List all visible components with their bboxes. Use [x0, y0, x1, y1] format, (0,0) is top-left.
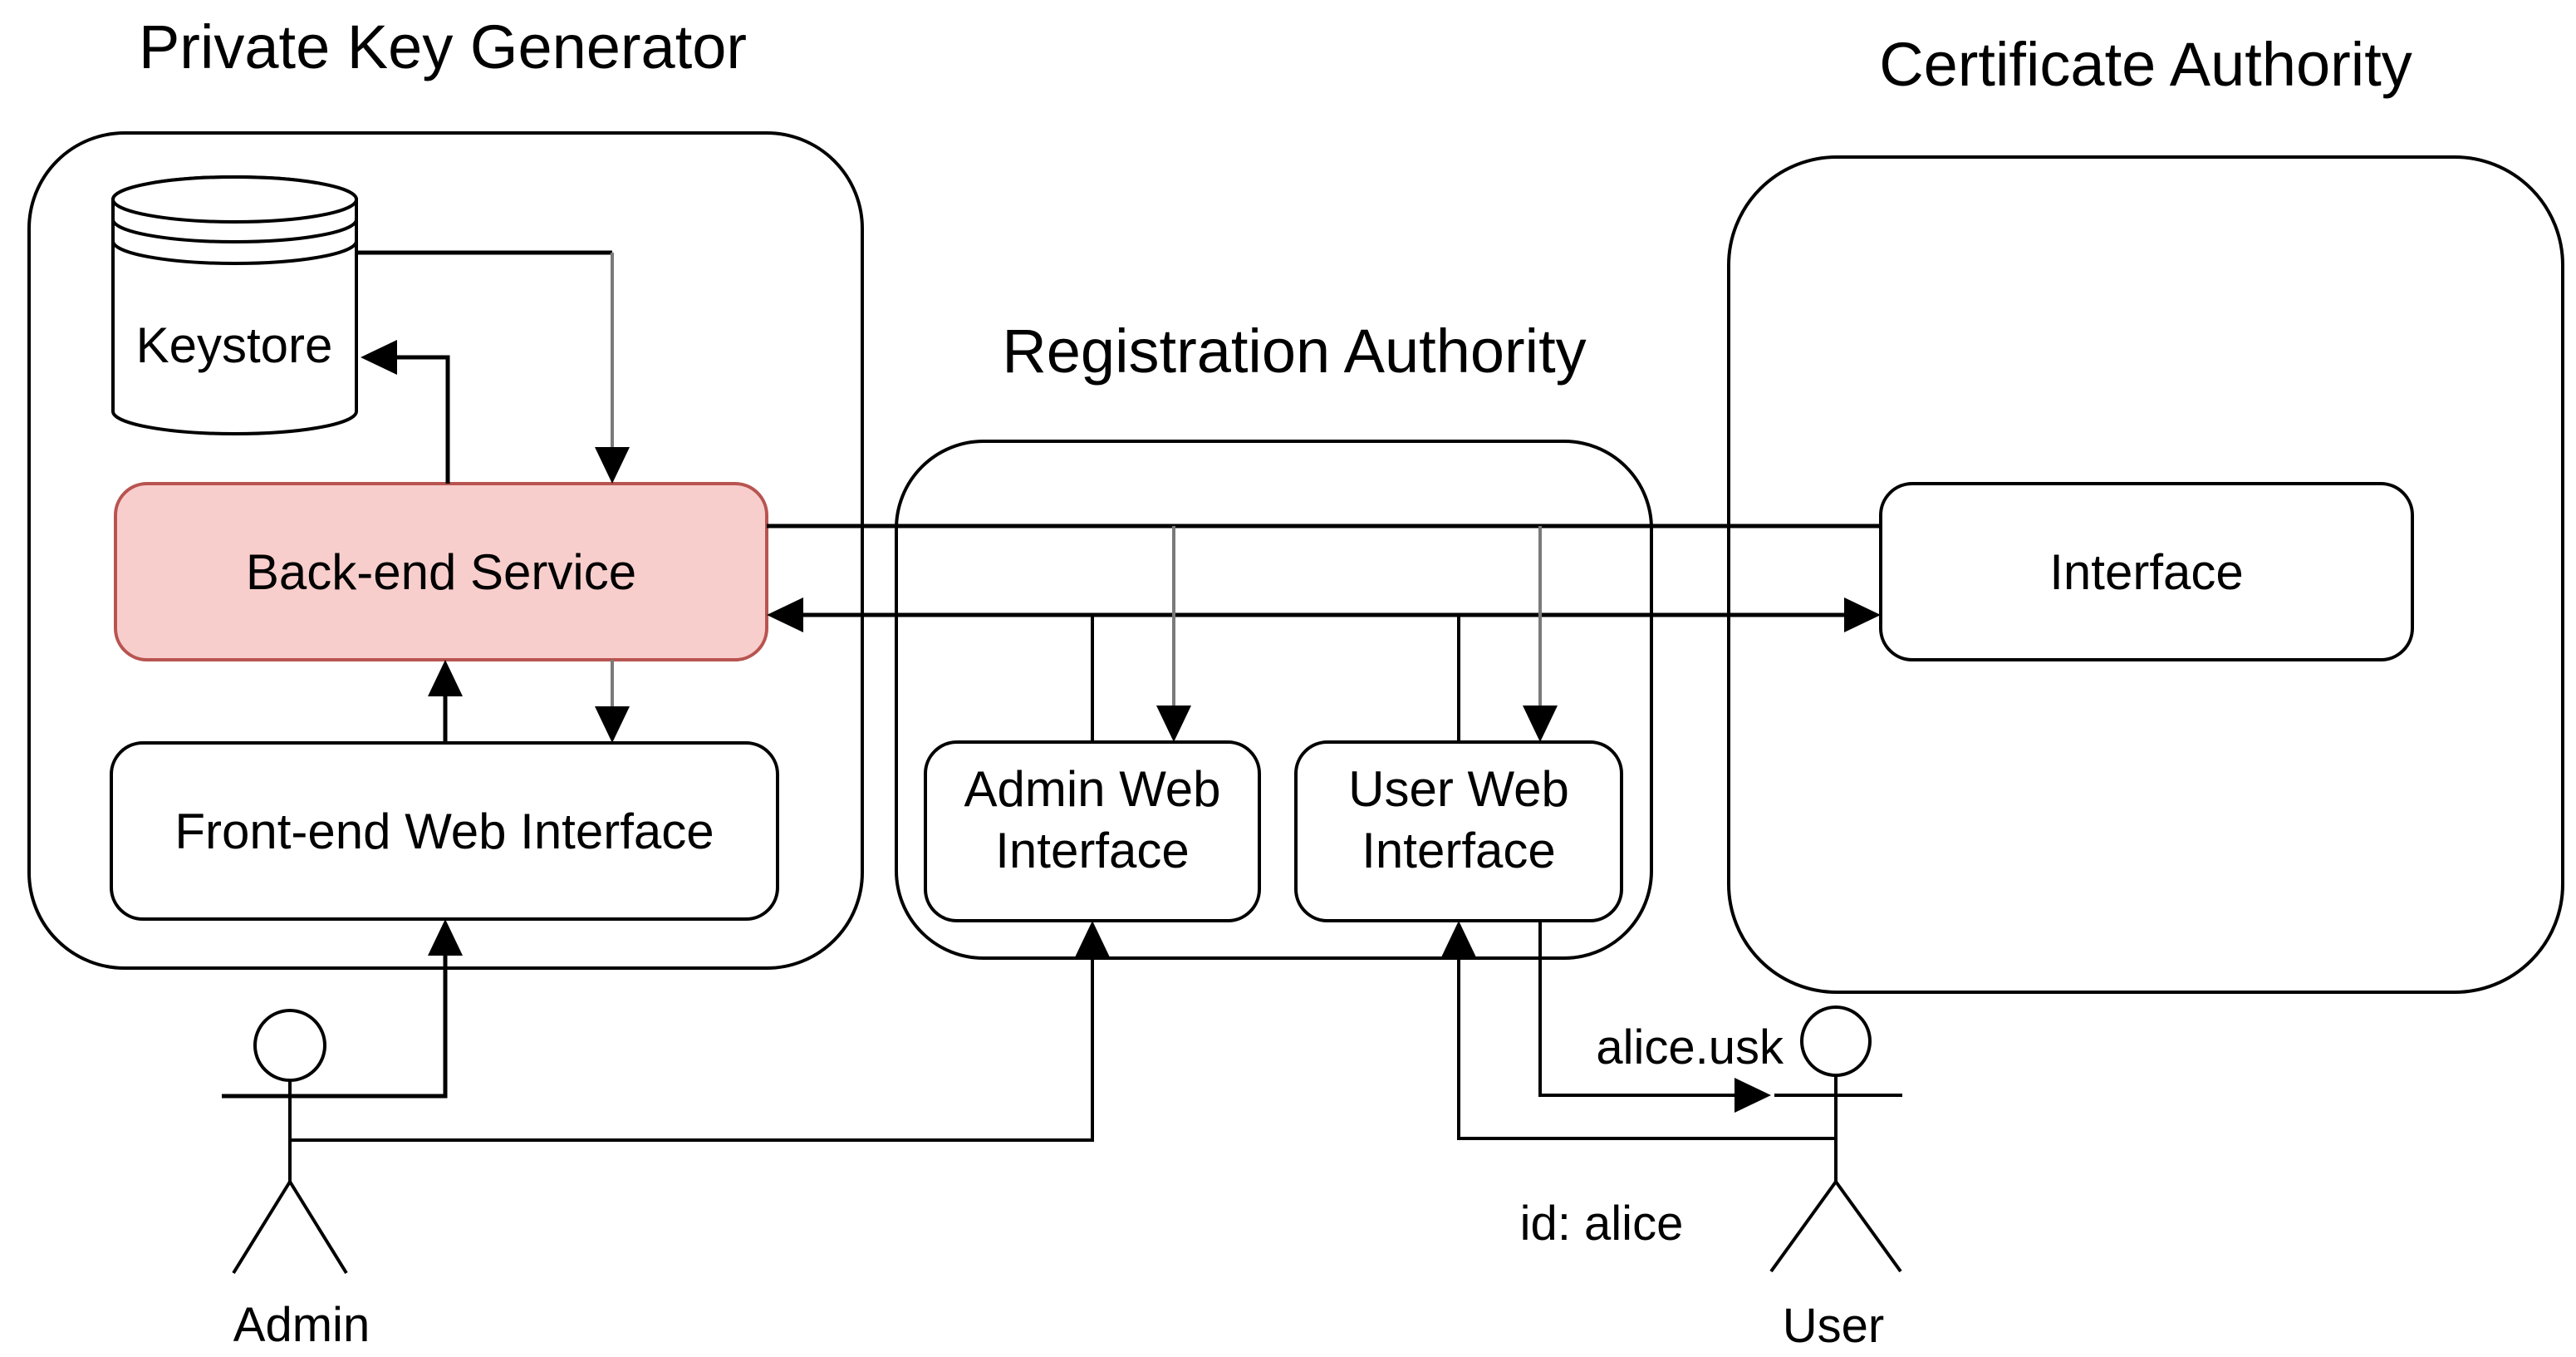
admin-to-admin-web-line [290, 957, 1094, 1142]
frontend-web-interface-label: Front-end Web Interface [174, 804, 714, 859]
arrowhead-up-icon [1441, 921, 1476, 957]
user-web-interface-label-line2: Interface [1362, 823, 1555, 878]
arrowhead-up-icon [428, 919, 463, 956]
backend-to-keystore-line [397, 355, 450, 484]
alice-usk-line [1538, 921, 1735, 1097]
arrow-admin-to-admin-web [290, 921, 1110, 1142]
admin-web-interface-node: Admin Web Interface [924, 740, 1261, 922]
arrowhead-left-icon [361, 340, 397, 375]
arrow-backend-to-user-web [1523, 526, 1558, 742]
user-web-interface-label-line1: User Web [1348, 761, 1569, 817]
admin-actor-label: Admin [233, 1298, 370, 1352]
backend-service-label: Back-end Service [246, 544, 636, 600]
arrowhead-left-icon [767, 597, 803, 632]
alice-usk-label: alice.usk [1596, 1020, 1784, 1074]
keystore-cylinder-ring-1 [111, 219, 358, 243]
admin-to-frontend-line [222, 956, 448, 1099]
private-key-generator-title: Private Key Generator [139, 12, 747, 81]
admin-web-interface-label-line2: Interface [995, 823, 1189, 878]
arrow-backend-to-keystore [361, 340, 450, 484]
arrowhead-down-icon [1523, 706, 1558, 742]
arrowhead-up-icon [1075, 921, 1110, 957]
admin-web-interface-label-line1: Admin Web [964, 761, 1220, 817]
arrowhead-down-icon [1156, 706, 1191, 742]
arrowhead-up-icon [428, 660, 463, 696]
backend-service-box [114, 482, 768, 661]
keystore-node: Keystore [111, 175, 358, 435]
arrowhead-right-icon [1844, 597, 1881, 632]
arrow-ra-to-backend-and-ca [767, 597, 1881, 632]
arrow-user-to-user-web [1441, 921, 1836, 1140]
user-actor-head-icon [1800, 1005, 1872, 1077]
admin-actor-legs [232, 1180, 348, 1275]
admin-actor-head-icon [253, 1009, 326, 1082]
arrow-frontend-to-backend [428, 660, 463, 743]
arrow-keystore-to-backend [356, 250, 630, 484]
user-web-interface-node: User Web Interface [1294, 740, 1623, 922]
arrowhead-right-icon [1735, 1078, 1771, 1113]
user-to-user-web-line [1457, 957, 1836, 1140]
ca-interface-box [1879, 482, 2414, 661]
user-actor-legs [1769, 1180, 1902, 1273]
arrow-user-web-to-user: alice.usk [1538, 921, 1784, 1113]
backend-service-node: Back-end Service [114, 482, 768, 661]
arrowhead-down-icon [595, 447, 630, 484]
keystore-cylinder-top [111, 175, 358, 224]
admin-actor: Admin [222, 1009, 370, 1352]
arrow-backend-to-frontend [595, 660, 630, 743]
keystore-label: Keystore [136, 317, 333, 373]
arrow-backend-to-admin-web [1156, 526, 1191, 742]
keystore-cylinder-ring-2 [111, 240, 358, 265]
ca-interface-label: Interface [2049, 544, 2243, 600]
ca-interface-node: Interface [1879, 482, 2414, 661]
arrowhead-down-icon [595, 706, 630, 743]
certificate-authority-title: Certificate Authority [1879, 30, 2412, 99]
frontend-web-interface-node: Front-end Web Interface [110, 741, 779, 921]
registration-authority-title: Registration Authority [1002, 317, 1586, 386]
user-actor-label: User [1783, 1299, 1884, 1353]
user-actor: User [1769, 1005, 1902, 1353]
id-alice-label: id: alice [1520, 1197, 1684, 1251]
